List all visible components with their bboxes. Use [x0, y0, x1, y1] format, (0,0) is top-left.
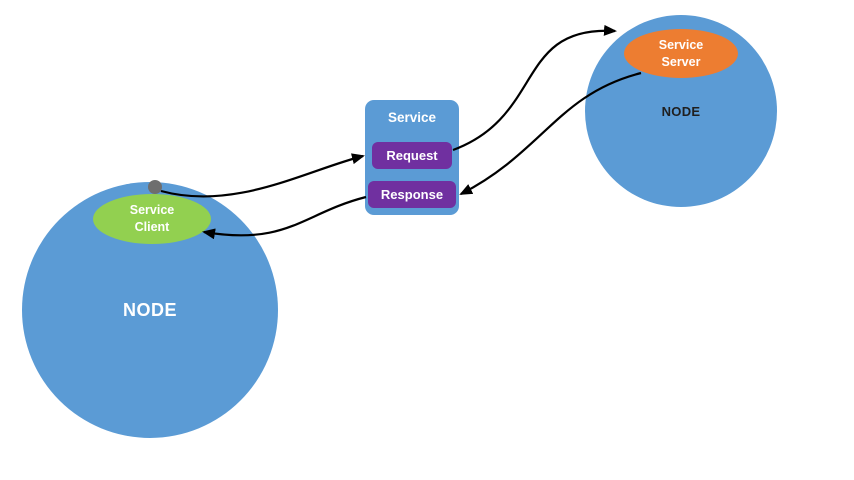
left-node-label: NODE — [122, 299, 177, 320]
service-client-label-line2: Client — [134, 220, 170, 234]
service-server-ellipse: Service Server — [624, 29, 738, 78]
service-client-ellipse: Service Client — [93, 194, 211, 244]
service-server-label-line2: Server — [661, 54, 701, 69]
service-box-title: Service — [387, 110, 437, 125]
request-box: Request — [372, 142, 452, 169]
response-box: Response — [368, 181, 456, 208]
service-box: Service Request Response — [365, 100, 459, 215]
service-server-label-line1: Service — [658, 37, 704, 52]
right-node-label: NODE — [661, 103, 701, 119]
service-client-label-line1: Service — [129, 203, 175, 218]
connection-dot — [148, 180, 162, 194]
